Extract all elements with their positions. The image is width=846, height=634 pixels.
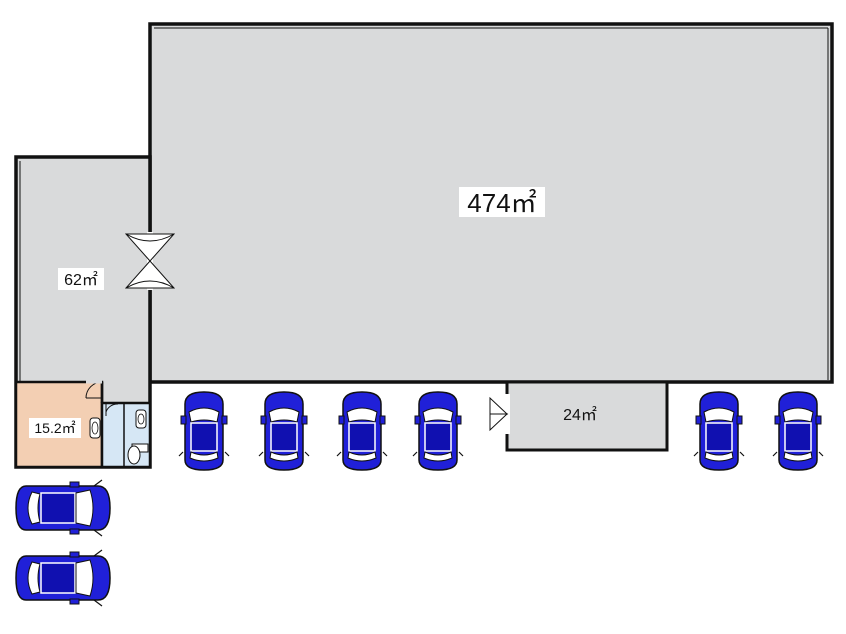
car-icon: [693, 391, 745, 471]
car-icon: [336, 391, 388, 471]
car-icon: [772, 391, 824, 471]
sink-icon: [89, 409, 147, 439]
office-area-label: 15.2㎡: [34, 420, 75, 436]
office-door-icon: [85, 380, 103, 399]
car-icon: [412, 391, 464, 471]
main-hall-area-label: 474㎡: [467, 188, 536, 218]
double-door-icon: [124, 232, 176, 290]
side-room-area-label: 62㎡: [64, 271, 98, 289]
car-icon: [15, 549, 111, 607]
washroom-door-icon: [105, 403, 119, 416]
car-icon: [178, 391, 230, 471]
single-door-icon: [489, 394, 510, 434]
annex-area-label: 24㎡: [563, 406, 597, 424]
toilet-icon: [127, 443, 149, 465]
car-icon: [15, 479, 111, 537]
car-icon: [258, 391, 310, 471]
